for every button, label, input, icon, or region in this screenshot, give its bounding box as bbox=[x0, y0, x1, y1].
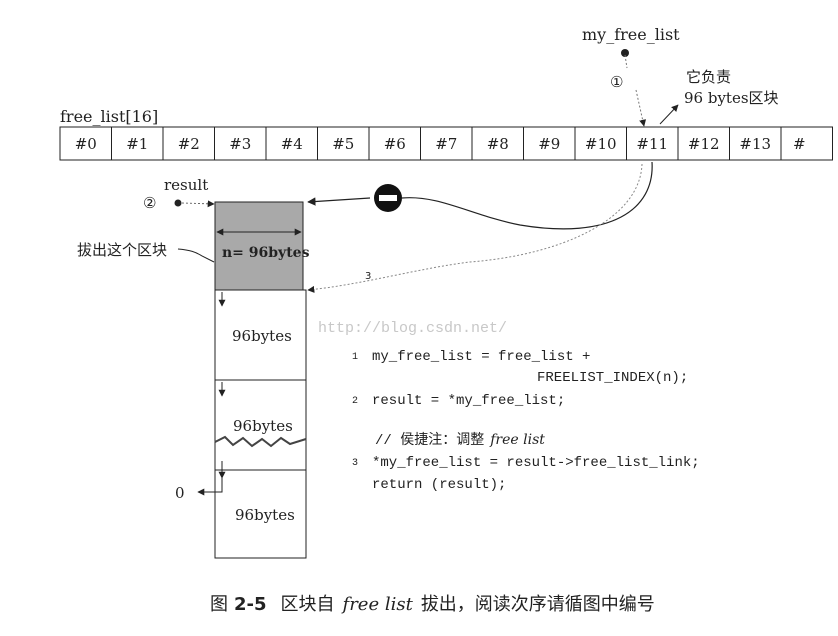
caption-text-1: 区块自 bbox=[281, 594, 335, 615]
slot-cell-6 bbox=[368, 126, 421, 161]
extract-note: 拔出这个区块 bbox=[77, 241, 167, 259]
responsible-note-line-1: 它负责 bbox=[686, 68, 731, 86]
code-line-3: result = *my_free_list; bbox=[372, 393, 565, 409]
pointer-line-lower bbox=[635, 89, 647, 127]
null-label: 0 bbox=[175, 484, 185, 502]
slot-label-14: # bbox=[793, 135, 806, 153]
slot-cell-14 bbox=[780, 126, 833, 161]
step-3-marker: 3 bbox=[365, 271, 371, 282]
code-line-1-num: 1 bbox=[352, 352, 358, 363]
code-line-5-num: 3 bbox=[352, 458, 358, 469]
slot-cell-13 bbox=[729, 126, 782, 161]
slot-cell-7 bbox=[420, 126, 473, 161]
slot-label-4: #4 bbox=[281, 135, 303, 153]
slot-cell-4 bbox=[265, 126, 318, 161]
pointer-label: my_free_list bbox=[582, 25, 680, 44]
slot-label-13: #13 bbox=[739, 135, 771, 153]
torn-edge bbox=[214, 435, 307, 448]
code-listing: 1 my_free_list = free_list + FREELIST_IN… bbox=[352, 349, 700, 493]
code-comment-text: // 侯捷注：调整 bbox=[375, 432, 484, 449]
slot-label-9: #9 bbox=[538, 135, 560, 153]
caption-num: 2-5 bbox=[234, 594, 267, 615]
caption-fig: 图 bbox=[210, 594, 228, 615]
slot-label-6: #6 bbox=[384, 135, 406, 153]
block-2 bbox=[214, 289, 307, 381]
block-4 bbox=[214, 469, 307, 559]
remove-icon-bar bbox=[379, 195, 397, 201]
slot-label-11: #11 bbox=[636, 135, 668, 153]
slot-cell-1 bbox=[111, 126, 164, 161]
code-line-2: FREELIST_INDEX(n); bbox=[537, 370, 688, 386]
step-1-marker: ① bbox=[610, 73, 623, 91]
free-list-array: #0 #1 #2 #3 #4 #5 #6 #7 #8 #9 #10 #11 #12 #13 # bbox=[59, 126, 833, 161]
extract-note-pointer bbox=[177, 248, 215, 263]
caption-text-2: 拔出，阅读次序请循图中编号 bbox=[421, 594, 655, 615]
code-comment-italic: free list bbox=[489, 432, 545, 448]
slot-label-2: #2 bbox=[178, 135, 200, 153]
responsible-note-line-2: 96 bytes区块 bbox=[684, 89, 779, 107]
code-comment: // 侯捷注：调整 free list bbox=[375, 432, 545, 449]
slot-cell-12 bbox=[677, 126, 730, 161]
slot-cell-8 bbox=[471, 126, 524, 161]
code-line-1: my_free_list = free_list + bbox=[372, 349, 590, 365]
responsible-note-arrow bbox=[659, 104, 679, 125]
null-link-arrow bbox=[197, 478, 223, 496]
step-2-marker: ② bbox=[143, 194, 156, 212]
slot-cell-11 bbox=[626, 126, 679, 161]
slot-11-to-block-curve bbox=[401, 161, 653, 230]
result-dot bbox=[174, 199, 182, 207]
slot-cell-9 bbox=[523, 126, 576, 161]
slot-label-5: #5 bbox=[332, 135, 354, 153]
pointer-line-upper bbox=[624, 54, 628, 69]
slot-11-new-pointer-dotted bbox=[307, 163, 643, 293]
result-arrow bbox=[181, 200, 215, 208]
caption-italic: free list bbox=[341, 594, 414, 615]
block-3-label: 96bytes bbox=[233, 417, 293, 435]
code-line-6: return (result); bbox=[372, 477, 506, 493]
extracted-block bbox=[214, 201, 304, 291]
figure-caption: 图 2-5 区块自 free list 拔出，阅读次序请循图中编号 bbox=[210, 594, 655, 615]
result-label: result bbox=[164, 176, 208, 194]
slot-11-old-pointer bbox=[307, 197, 371, 206]
slot-label-12: #12 bbox=[688, 135, 720, 153]
code-line-5: *my_free_list = result->free_list_link; bbox=[372, 455, 700, 471]
slot-cell-5 bbox=[317, 126, 370, 161]
block-3 bbox=[214, 379, 307, 471]
array-label: free_list[16] bbox=[60, 107, 158, 126]
extracted-block-label: n= 96bytes bbox=[222, 245, 310, 261]
slot-cell-10 bbox=[574, 126, 627, 161]
pointer-origin-dot bbox=[621, 49, 629, 57]
slot-label-0: #0 bbox=[75, 135, 97, 153]
block-4-label: 96bytes bbox=[235, 506, 295, 524]
slot-label-3: #3 bbox=[229, 135, 251, 153]
slot-label-10: #10 bbox=[585, 135, 617, 153]
watermark: http://blog.csdn.net/ bbox=[318, 320, 507, 337]
slot-label-1: #1 bbox=[126, 135, 148, 153]
slot-label-8: #8 bbox=[487, 135, 509, 153]
code-line-3-num: 2 bbox=[352, 396, 358, 407]
block-2-label: 96bytes bbox=[232, 327, 292, 345]
slot-label-7: #7 bbox=[435, 135, 457, 153]
